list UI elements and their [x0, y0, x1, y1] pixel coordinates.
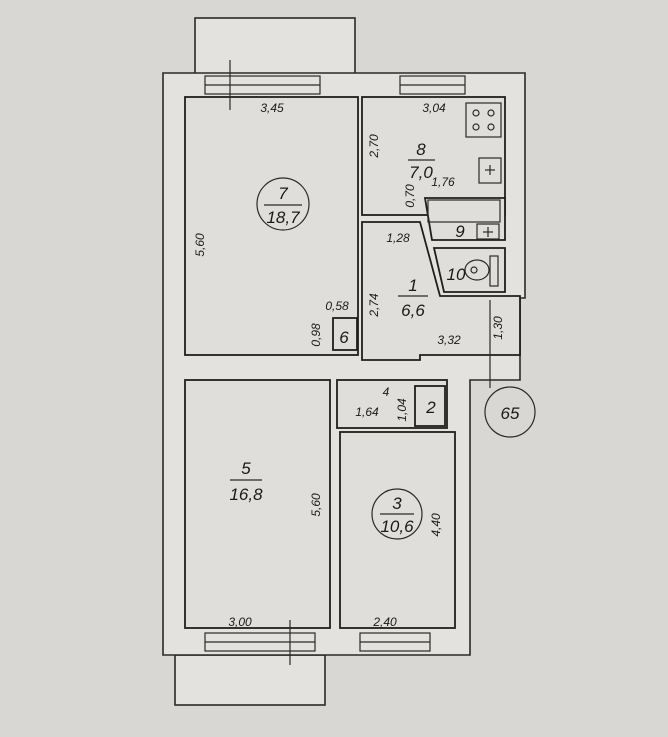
dim-hall-b: 1,04	[395, 398, 409, 422]
dim-corridor-c: 3,32	[437, 333, 461, 347]
room-1	[361, 221, 521, 361]
room-5	[184, 379, 331, 629]
room-8-number: 8	[416, 140, 426, 159]
dim-r5-length: 5,60	[309, 493, 323, 517]
fraction-lines	[230, 159, 435, 515]
total-area-badge: 65	[501, 404, 520, 423]
room-7	[184, 96, 359, 356]
room-1-number: 1	[408, 276, 417, 295]
room-9-number: 9	[455, 222, 465, 241]
room-9	[423, 197, 506, 241]
room-3-circle	[371, 488, 423, 540]
dim-corridor-a: 1,28	[386, 231, 410, 245]
dim-closet6-b: 0,98	[309, 323, 323, 347]
dim-bath-width: 1,76	[431, 175, 455, 189]
total-area-circle	[484, 386, 536, 438]
room-6-number: 6	[339, 328, 349, 347]
room-3	[339, 431, 456, 629]
windows	[204, 60, 466, 665]
room-6	[332, 317, 358, 351]
bathtub-icon	[427, 199, 501, 223]
room-7-number: 7	[278, 184, 288, 203]
sink-icon	[478, 157, 502, 184]
washbasin-icon	[476, 223, 500, 240]
dim-bath-depth: 0,70	[403, 184, 417, 208]
balcony-top	[194, 17, 356, 75]
stove-icon	[465, 102, 502, 138]
dim-hall-a: 1,64	[355, 405, 379, 419]
room-4-number: 4	[383, 385, 390, 399]
room-2-number: 2	[425, 398, 436, 417]
room-2	[414, 385, 446, 427]
room-10	[432, 247, 506, 293]
toilet-icon	[464, 255, 499, 287]
room-5-area: 16,8	[229, 485, 263, 504]
dim-r3-width: 2,40	[372, 615, 397, 629]
room-7-area: 18,7	[266, 208, 300, 227]
dim-corridor-d: 1,30	[491, 316, 505, 340]
dim-r8-length: 2,70	[367, 134, 381, 159]
dim-r7-length: 5,60	[193, 233, 207, 257]
dim-r7-width: 3,45	[260, 101, 284, 115]
dim-closet6-a: 0,58	[325, 299, 349, 313]
room-10-number: 10	[447, 265, 466, 284]
room-5-number: 5	[241, 459, 251, 478]
room-3-area: 10,6	[380, 517, 414, 536]
dim-r5-width: 3,00	[228, 615, 252, 629]
dim-corridor-b: 2,74	[367, 293, 381, 318]
dim-r3-length: 4,40	[429, 513, 443, 537]
room-3-number: 3	[392, 494, 402, 513]
room-8-area: 7,0	[409, 163, 433, 182]
balcony-bottom	[174, 654, 326, 706]
dim-r8-width: 3,04	[422, 101, 446, 115]
room-1-area: 6,6	[401, 301, 425, 320]
room-7-circle	[256, 177, 310, 231]
